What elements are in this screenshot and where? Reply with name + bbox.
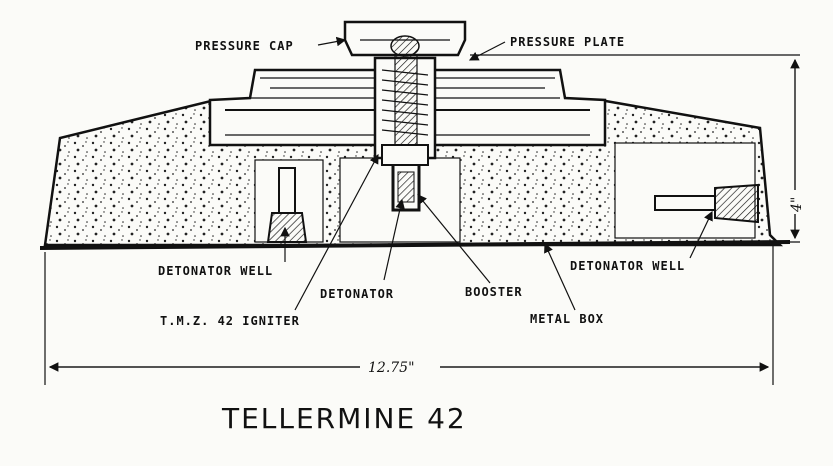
label-pressure-cap: PRESSURE CAP [195, 39, 294, 53]
detonator-well-right [614, 142, 759, 239]
label-booster: BOOSTER [465, 285, 523, 299]
height-dimension: 4" [470, 54, 805, 243]
detonator-well-left [254, 159, 324, 243]
width-label: 12.75" [368, 360, 415, 376]
leader-lines [280, 36, 713, 311]
label-detonator-well-left: DETONATOR WELL [158, 264, 273, 278]
label-detonator-well-right: DETONATOR WELL [570, 259, 685, 273]
booster-chamber [339, 157, 461, 243]
height-label: 4" [789, 197, 805, 213]
label-igniter: T.M.Z. 42 IGNITER [160, 314, 300, 328]
tmz-42-igniter [373, 54, 437, 166]
diagram-title: TELLERMINE 42 [221, 402, 467, 435]
label-metal-box: METAL BOX [530, 312, 604, 326]
label-pressure-plate: PRESSURE PLATE [510, 35, 625, 49]
width-dimension: 12.75" [44, 246, 774, 385]
label-detonator: DETONATOR [320, 287, 394, 301]
pressure-cap [343, 20, 467, 57]
